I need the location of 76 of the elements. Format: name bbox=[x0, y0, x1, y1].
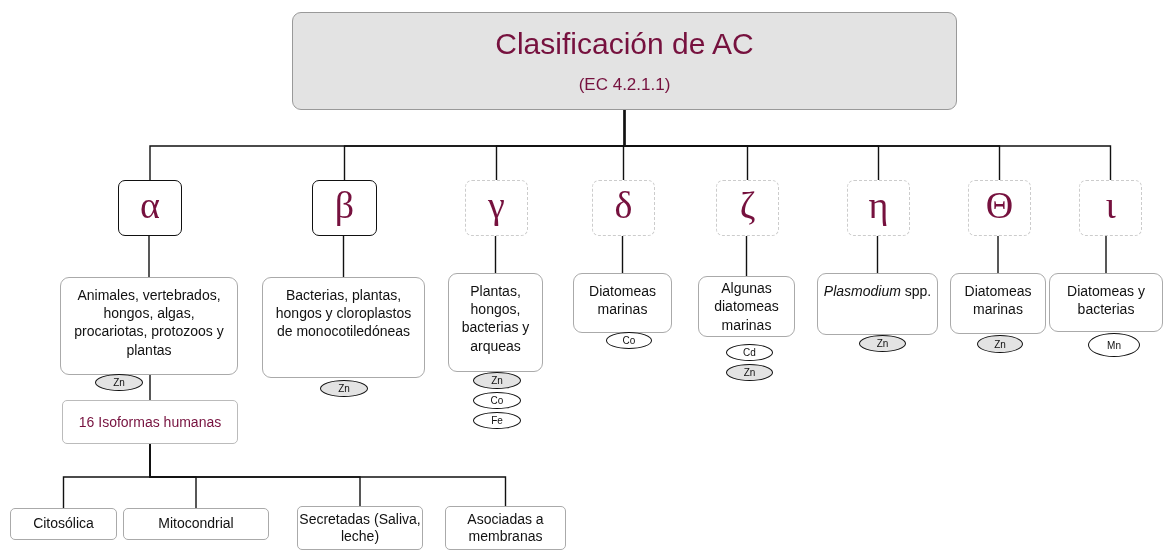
organism-box bbox=[60, 277, 238, 375]
greek-letter: ι bbox=[1105, 186, 1116, 224]
greek-letter: α bbox=[140, 186, 160, 224]
connector-line bbox=[876, 235, 879, 274]
metal-ellipse bbox=[473, 392, 521, 409]
node-label: Plasmodium spp. bbox=[823, 282, 932, 301]
class-box bbox=[465, 180, 528, 236]
metal-symbol: Co bbox=[622, 335, 636, 346]
metal-symbol: Zn bbox=[491, 375, 503, 386]
location-box bbox=[445, 506, 566, 550]
metal-symbol: Zn bbox=[338, 383, 350, 394]
metal-symbol: Fe bbox=[491, 415, 503, 426]
metal-ellipse bbox=[473, 412, 521, 429]
location-box bbox=[123, 508, 269, 540]
class-box bbox=[716, 180, 779, 236]
organism-box bbox=[573, 273, 672, 333]
metal-ellipse bbox=[859, 335, 906, 352]
node-label: Mitocondrial bbox=[158, 515, 234, 533]
node-label: Secretadas (Saliva, leche) bbox=[298, 510, 422, 546]
node-label: Algunas diatomeas marinas bbox=[713, 279, 780, 334]
class-box bbox=[312, 180, 377, 236]
metal-ellipse bbox=[977, 335, 1023, 353]
greek-letter: η bbox=[868, 186, 889, 224]
organism-box bbox=[448, 273, 543, 372]
node-label: Diatomeas marinas bbox=[588, 282, 657, 319]
metal-ellipse bbox=[726, 364, 773, 381]
organism-box bbox=[950, 273, 1046, 334]
subtitle: (EC 4.2.1.1) bbox=[578, 75, 671, 95]
metal-ellipse bbox=[473, 372, 521, 389]
connector-line bbox=[621, 235, 624, 274]
class-box bbox=[118, 180, 182, 236]
node-label: 16 Isoformas humanas bbox=[78, 412, 222, 432]
connector-line bbox=[997, 235, 999, 274]
greek-letter: β bbox=[334, 186, 355, 224]
metal-symbol: Zn bbox=[113, 377, 125, 388]
organism-box bbox=[817, 273, 938, 335]
connector-line bbox=[623, 109, 1112, 181]
greek-letter: γ bbox=[488, 186, 505, 224]
node-label: Bacterias, plantas, hongos y cloroplastos de monocotiledóneas bbox=[274, 286, 413, 341]
connector-line bbox=[149, 374, 151, 401]
node-label: Asociadas a membranas bbox=[466, 510, 545, 546]
connector-line bbox=[494, 235, 497, 274]
organism-box bbox=[262, 277, 425, 378]
greek-letter: ζ bbox=[739, 186, 756, 224]
node-label: Citosólica bbox=[33, 515, 94, 533]
class-box bbox=[1079, 180, 1142, 236]
title-box bbox=[292, 12, 957, 110]
metal-ellipse bbox=[606, 332, 652, 349]
metal-ellipse bbox=[95, 374, 143, 391]
metal-symbol: Zn bbox=[743, 367, 756, 378]
connector-line bbox=[342, 235, 345, 278]
class-box bbox=[847, 180, 910, 236]
metal-ellipse bbox=[1088, 333, 1140, 357]
node-label: Animales, vertebrados, hongos, algas, procariotas, protozoos y plantas bbox=[73, 286, 225, 359]
connector-line bbox=[148, 235, 150, 278]
metal-symbol: Mn bbox=[1107, 339, 1121, 351]
connector-line bbox=[1105, 235, 1107, 274]
class-box bbox=[592, 180, 655, 236]
node-label: Diatomeas marinas bbox=[963, 282, 1033, 319]
metal-symbol: Zn bbox=[876, 338, 889, 349]
greek-letter: δ bbox=[614, 186, 633, 224]
metal-ellipse bbox=[320, 380, 368, 397]
greek-letter: Θ bbox=[985, 186, 1014, 224]
class-box bbox=[968, 180, 1031, 236]
organism-box bbox=[1049, 273, 1163, 332]
metal-symbol: Zn bbox=[994, 338, 1006, 350]
title: Clasificación de AC bbox=[495, 27, 754, 61]
connector-line bbox=[745, 235, 748, 277]
isoform-box bbox=[62, 400, 238, 444]
node-label: Diatomeas y bacterias bbox=[1066, 282, 1146, 319]
node-label: Plantas, hongos, bacterias y arqueas bbox=[460, 282, 531, 355]
metal-ellipse bbox=[726, 344, 773, 361]
metal-symbol: Co bbox=[490, 395, 504, 406]
organism-box bbox=[698, 276, 795, 337]
metal-symbol: Cd bbox=[743, 347, 756, 358]
location-box bbox=[10, 508, 117, 540]
